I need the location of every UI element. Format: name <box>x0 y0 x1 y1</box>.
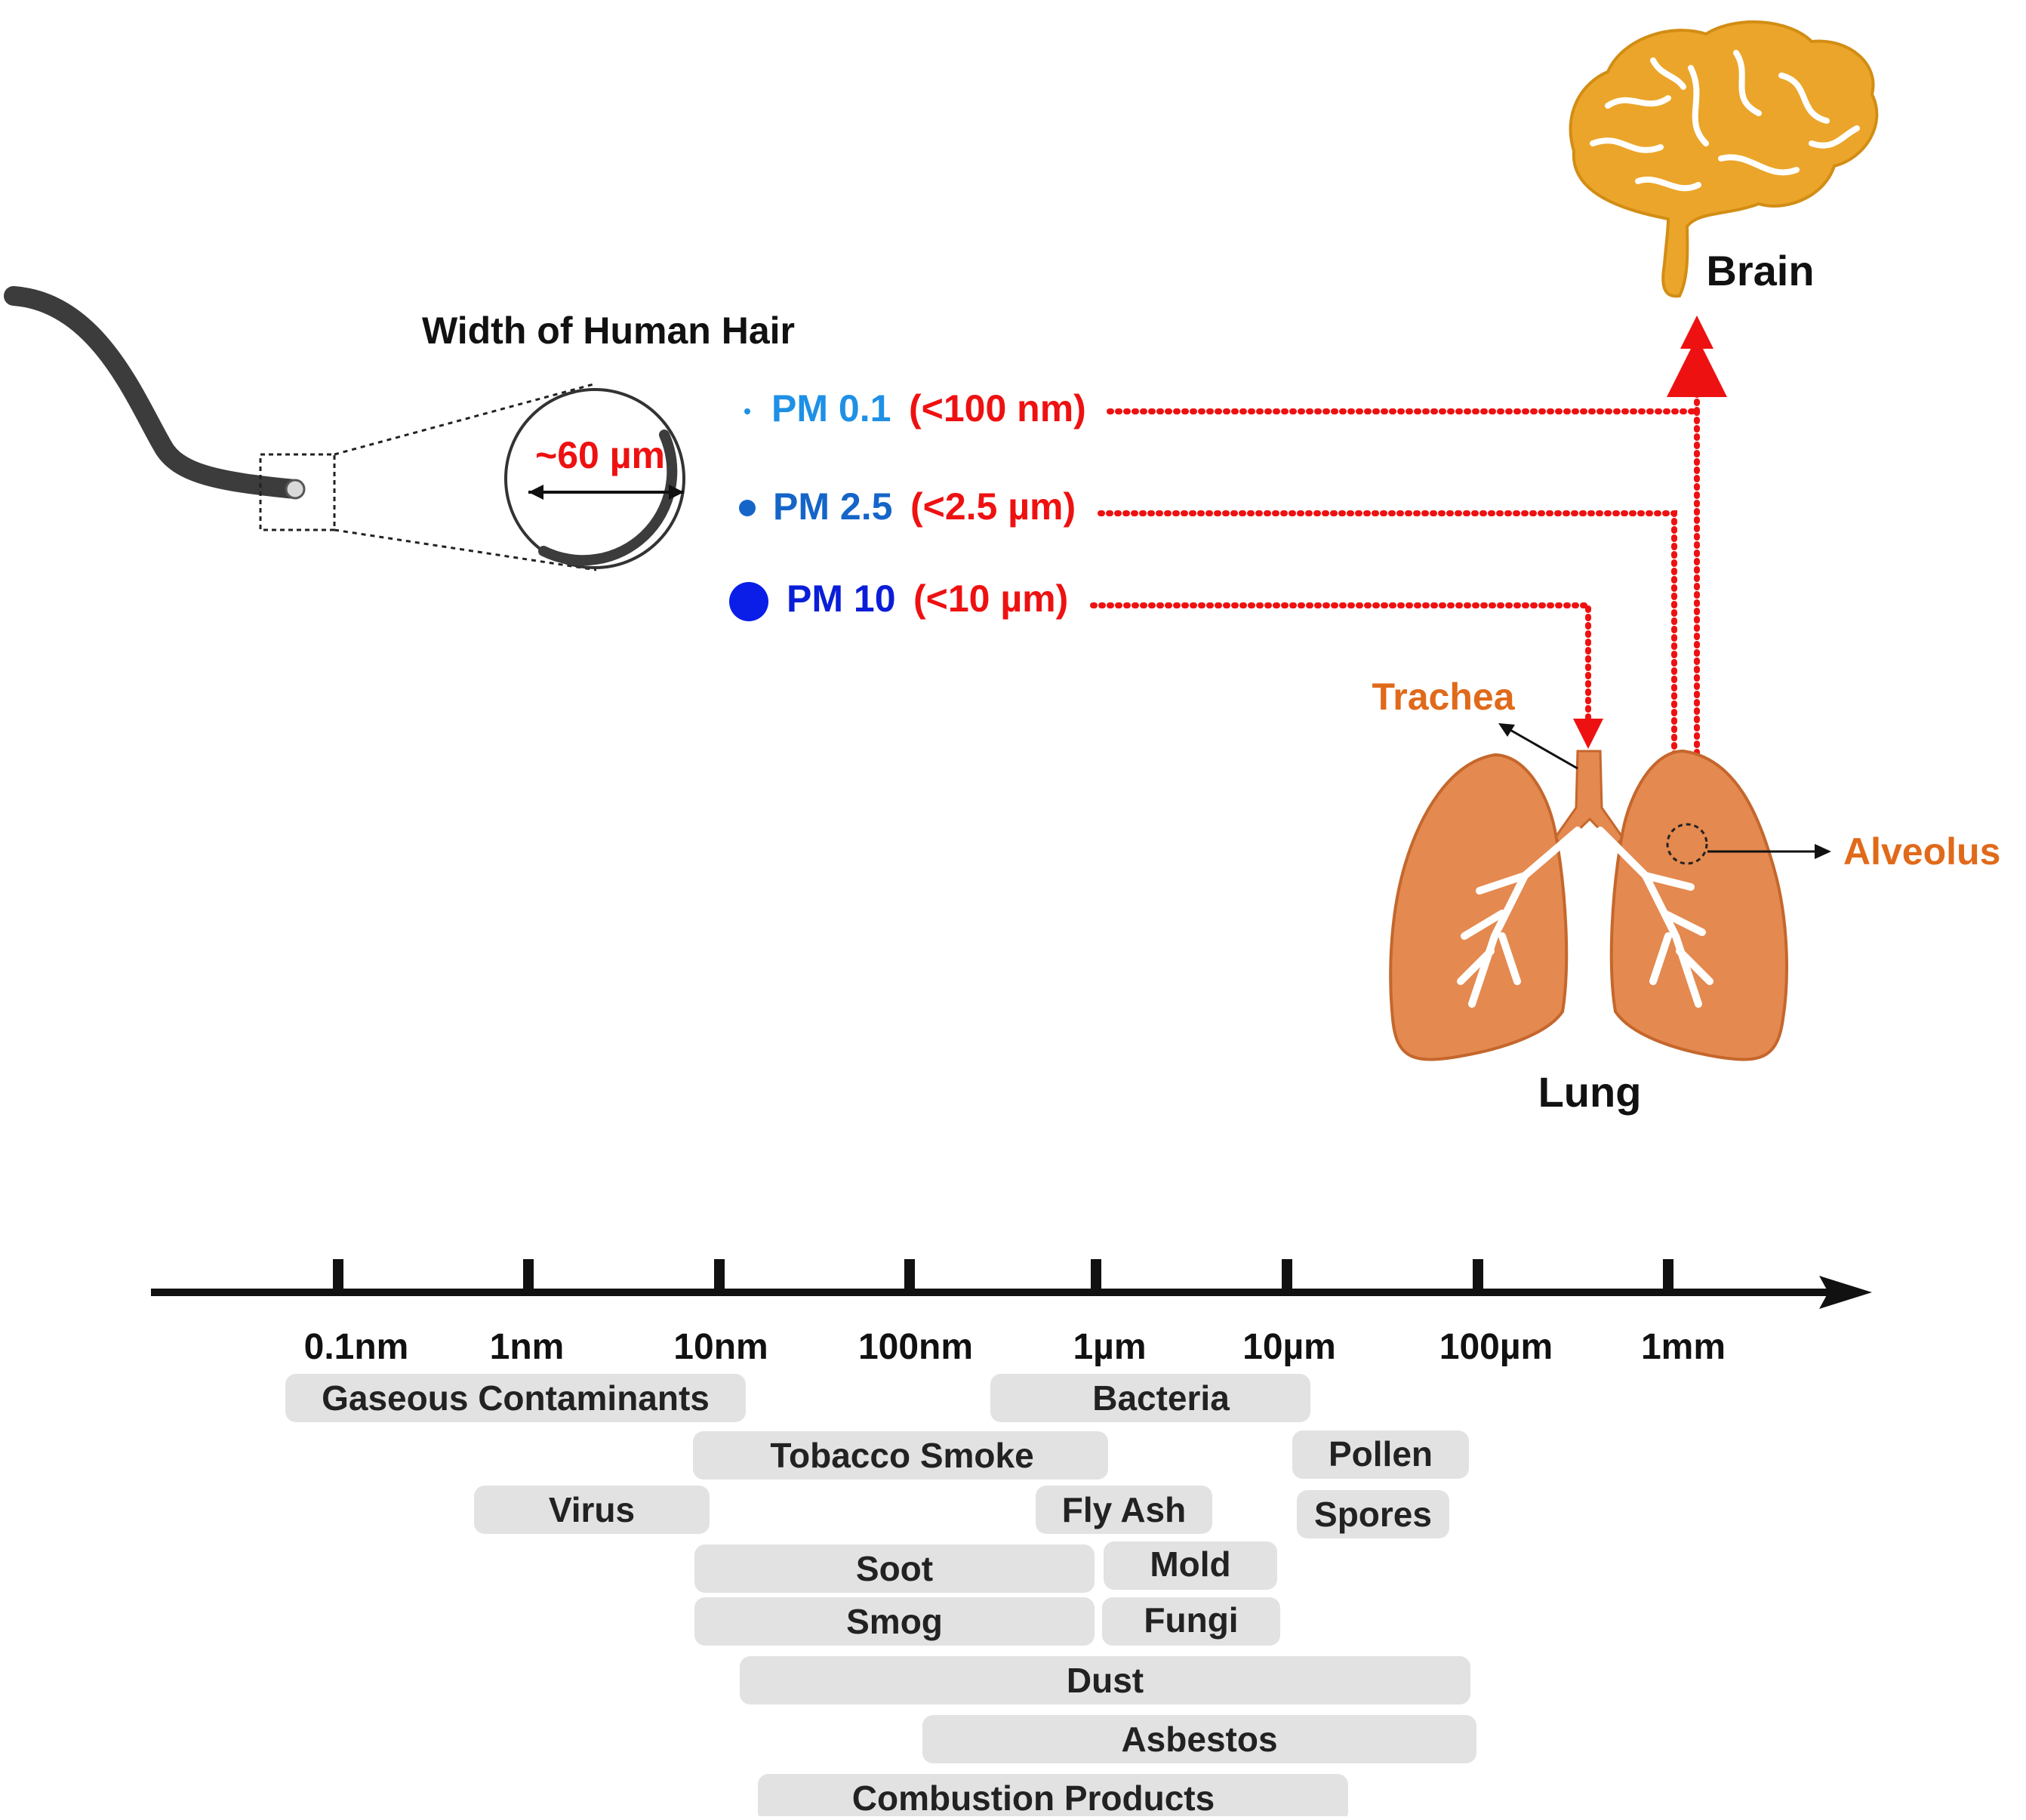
tick-label-1um: 1µm <box>1073 1327 1146 1367</box>
brain-label: Brain <box>1706 247 1814 294</box>
trachea-label: Trachea <box>1372 676 1515 718</box>
hair-illustration: Width of Human Hair ~60 µm <box>4 286 795 571</box>
tick-label-10nm: 10nm <box>673 1327 768 1367</box>
pm01-row: PM 0.1 (<100 nm) <box>744 387 1086 430</box>
pm01-range: (<100 nm) <box>909 387 1086 430</box>
tick-label-100um: 100µm <box>1439 1327 1553 1367</box>
category-mold: Mold <box>1150 1544 1230 1584</box>
tick-label-0.1nm: 0.1nm <box>304 1327 409 1367</box>
alveolus-label: Alveolus <box>1843 830 2000 873</box>
tick-label-100nm: 100nm <box>858 1327 973 1367</box>
lung-illustration: Trachea Alveolus Lung <box>1372 676 2000 1116</box>
brain-illustration: Brain <box>1569 20 1879 298</box>
tick-label-1nm: 1nm <box>490 1327 565 1367</box>
hair-title: Width of Human Hair <box>422 309 795 352</box>
hair-zoom-box <box>259 453 336 531</box>
pm25-row: PM 2.5 (<2.5 µm) <box>739 485 1076 528</box>
category-pollen: Pollen <box>1329 1434 1433 1474</box>
tick-label-10um: 10µm <box>1242 1327 1336 1367</box>
pm25-range: (<2.5 µm) <box>910 485 1076 528</box>
category-fungi: Fungi <box>1144 1600 1238 1640</box>
category-soot: Soot <box>856 1549 933 1588</box>
alveolus-marker <box>1666 823 1708 865</box>
hair-width-label: ~60 µm <box>535 434 665 476</box>
hair-cross-section <box>504 388 685 569</box>
pm25-name: PM 2.5 <box>773 485 892 528</box>
tick-label-1mm: 1mm <box>1641 1327 1726 1367</box>
category-smog: Smog <box>846 1602 943 1641</box>
pm10-range: (<10 µm) <box>913 577 1068 620</box>
path-arrowheads <box>1573 316 1713 817</box>
pm10-name: PM 10 <box>787 577 896 620</box>
lung-label: Lung <box>1538 1068 1642 1116</box>
category-bacteria: Bacteria <box>1092 1378 1230 1418</box>
category-tobacco-smoke: Tobacco Smoke <box>770 1436 1033 1475</box>
pm10-path <box>1090 602 1591 724</box>
pm01-name: PM 0.1 <box>771 387 891 430</box>
deposition-paths <box>1090 337 1727 803</box>
category-spores: Spores <box>1314 1495 1432 1534</box>
category-virus: Virus <box>549 1490 635 1529</box>
category-gaseous-contaminants: Gaseous Contaminants <box>322 1378 710 1418</box>
category-fly-ash: Fly Ash <box>1062 1490 1186 1529</box>
particle-category-bars: Gaseous Contaminants Bacteria Tobacco Sm… <box>285 1374 1476 1820</box>
category-combustion-products: Combustion Products <box>852 1778 1215 1816</box>
pm10-dot <box>729 582 768 621</box>
pm25-dot <box>739 500 756 516</box>
size-scale-axis: 0.1nm 1nm 10nm 100nm 1µm 10µm 100µm 1mm <box>151 1259 1872 1367</box>
pm01-dot <box>744 408 750 414</box>
pm25-path <box>1098 510 1677 803</box>
pm10-row: PM 10 (<10 µm) <box>729 577 1068 621</box>
category-asbestos: Asbestos <box>1121 1720 1277 1759</box>
category-dust: Dust <box>1067 1661 1144 1700</box>
